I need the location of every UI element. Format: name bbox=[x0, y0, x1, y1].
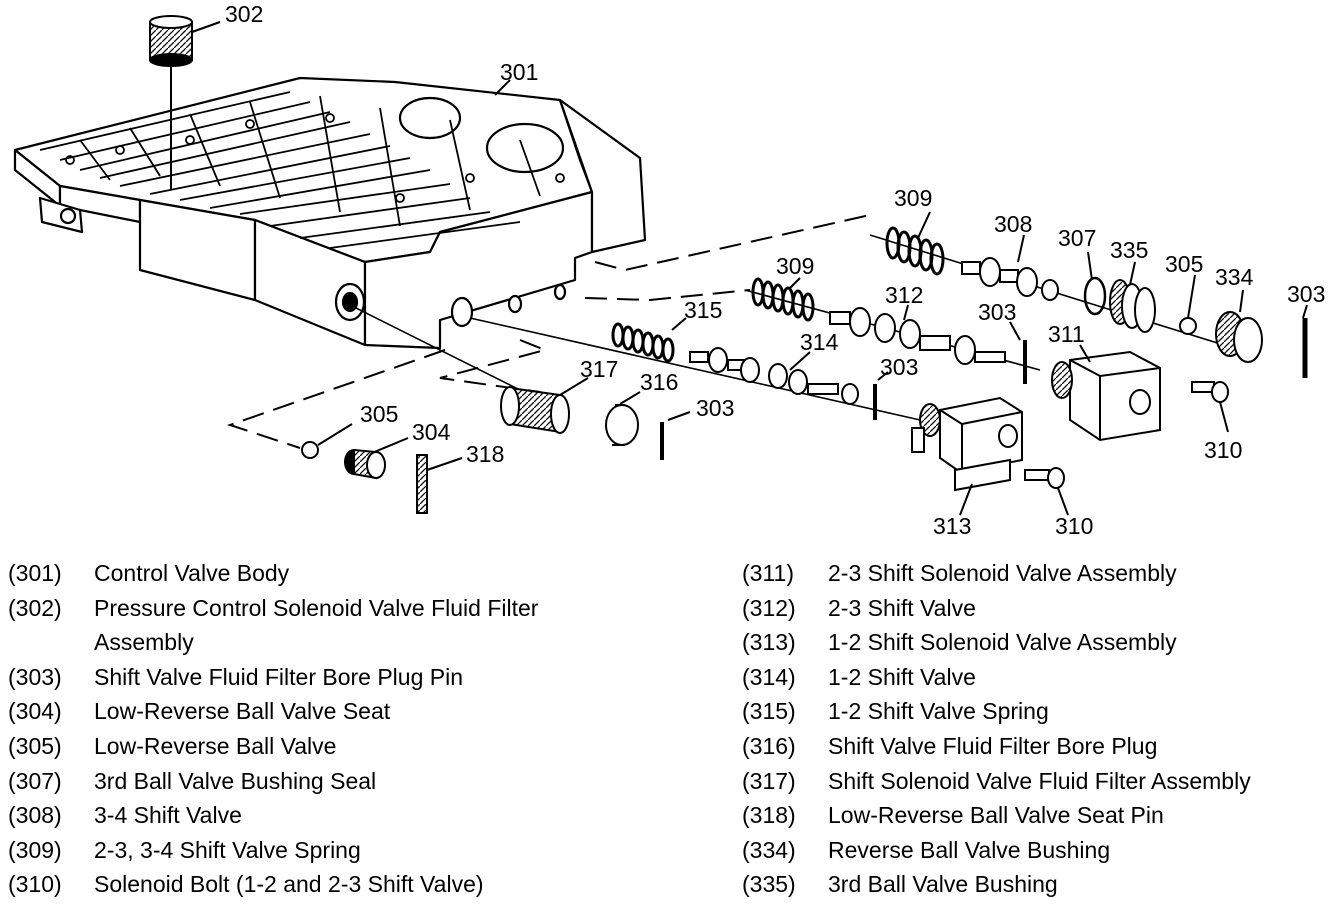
callout-309-middle: 309 bbox=[776, 253, 814, 279]
legend-description: 3rd Ball Valve Bushing bbox=[828, 871, 1058, 898]
callout-303-middle: 303 bbox=[978, 299, 1016, 325]
callout-315: 315 bbox=[684, 297, 722, 323]
top-valve-train bbox=[885, 226, 1308, 378]
legend-description: Shift Valve Fluid Filter Bore Plug bbox=[828, 732, 1158, 759]
legend-number: (312) bbox=[742, 594, 796, 621]
legend-item: (309) 2-3, 3-4 Shift Valve Spring bbox=[8, 833, 648, 868]
legend-item: (313) 1-2 Shift Solenoid Valve Assembly bbox=[742, 625, 1342, 660]
legend-number: (313) bbox=[742, 629, 796, 656]
legend-description: Pressure Control Solenoid Valve Fluid Fi… bbox=[94, 594, 539, 656]
callout-304: 304 bbox=[412, 419, 451, 445]
legend-description: Reverse Ball Valve Bushing bbox=[828, 836, 1111, 863]
legend-description: 1-2 Shift Valve bbox=[828, 663, 976, 690]
valve-body-channels bbox=[39, 91, 565, 249]
legend-number: (307) bbox=[8, 767, 62, 794]
exploded-diagram: 302 301 309 308 307 335 305 334 303 309 … bbox=[13, 1, 1325, 539]
legend-number: (311) bbox=[742, 560, 794, 586]
pressure-control-filter bbox=[149, 15, 193, 67]
legend-number: (316) bbox=[742, 732, 796, 759]
callout-303-bottom: 303 bbox=[696, 395, 734, 421]
callout-305-top: 305 bbox=[1165, 251, 1203, 277]
legend-item: (318) Low-Reverse Ball Valve Seat Pin bbox=[742, 798, 1342, 833]
middle-valve-train bbox=[751, 277, 1229, 442]
legend-item: (301) Control Valve Body bbox=[8, 556, 648, 591]
legend-number: (318) bbox=[742, 802, 796, 829]
callout-labels: 302 301 309 308 307 335 305 334 303 309 … bbox=[225, 1, 1325, 539]
legend-number: (317) bbox=[742, 767, 796, 794]
callout-316: 316 bbox=[640, 369, 678, 395]
legend-description: 1-2 Shift Valve Spring bbox=[828, 698, 1049, 725]
alignment-lines bbox=[226, 214, 871, 449]
callout-303-top: 303 bbox=[1287, 281, 1325, 307]
callout-303-lower: 303 bbox=[880, 354, 918, 380]
legend-item: (315) 1-2 Shift Valve Spring bbox=[742, 694, 1342, 729]
callout-335: 335 bbox=[1110, 237, 1148, 263]
bottom-parts bbox=[301, 386, 664, 514]
legend-item: (311) 2-3 Shift Solenoid Valve Assembly bbox=[742, 556, 1342, 591]
legend-item: (307) 3rd Ball Valve Bushing Seal bbox=[8, 764, 648, 799]
legend-number: (334) bbox=[742, 836, 796, 863]
callout-305-bottom: 305 bbox=[360, 401, 398, 427]
callout-310-bottom: 310 bbox=[1055, 513, 1093, 539]
legend-description: Low-Reverse Ball Valve bbox=[94, 732, 337, 759]
legend-description: Shift Solenoid Valve Fluid Filter Assemb… bbox=[828, 767, 1251, 794]
legend-item: (314) 1-2 Shift Valve bbox=[742, 660, 1342, 695]
legend-number: (303) bbox=[8, 663, 62, 690]
legend-description: Control Valve Body bbox=[94, 560, 290, 586]
legend-number: (302) bbox=[8, 594, 62, 621]
legend-item: (303) Shift Valve Fluid Filter Bore Plug … bbox=[8, 660, 648, 695]
legend-number: (335) bbox=[742, 871, 796, 898]
callout-307: 307 bbox=[1058, 225, 1096, 251]
leader-lines bbox=[191, 21, 1308, 516]
control-valve-body bbox=[13, 76, 647, 350]
legend-number: (309) bbox=[8, 836, 62, 863]
legend-number: (310) bbox=[8, 871, 62, 898]
legend-description: Low-Reverse Ball Valve Seat Pin bbox=[828, 802, 1164, 829]
legend-description: 2-3 Shift Solenoid Valve Assembly bbox=[828, 560, 1177, 586]
legend-item: (335) 3rd Ball Valve Bushing bbox=[742, 867, 1342, 902]
legend-item: (308) 3-4 Shift Valve bbox=[8, 798, 648, 833]
callout-302: 302 bbox=[225, 1, 263, 27]
legend-description: 2-3, 3-4 Shift Valve Spring bbox=[94, 836, 361, 863]
callout-313: 313 bbox=[933, 513, 971, 539]
legend-item: (310) Solenoid Bolt (1-2 and 2-3 Shift Va… bbox=[8, 867, 648, 902]
legend-description: Shift Valve Fluid Filter Bore Plug Pin bbox=[94, 663, 464, 690]
legend-left-column: (301) Control Valve Body (302) Pressure Co… bbox=[8, 556, 648, 902]
legend-item: (312) 2-3 Shift Valve bbox=[742, 591, 1342, 626]
callout-309-top: 309 bbox=[894, 185, 932, 211]
legend-description: 3-4 Shift Valve bbox=[94, 802, 242, 829]
legend-description: Solenoid Bolt (1-2 and 2-3 Shift Valve) bbox=[94, 871, 484, 898]
legend-item: (302) Pressure Control Solenoid Valve Flu… bbox=[8, 591, 648, 660]
legend-number: (304) bbox=[8, 698, 62, 725]
callout-308: 308 bbox=[994, 211, 1032, 237]
callout-301: 301 bbox=[500, 59, 538, 85]
legend-item: (317) Shift Solenoid Valve Fluid Filter A… bbox=[742, 764, 1342, 799]
legend-number: (315) bbox=[742, 698, 796, 725]
callout-311: 311 bbox=[1048, 321, 1085, 347]
legend-number: (314) bbox=[742, 663, 796, 690]
callout-314: 314 bbox=[800, 329, 839, 355]
legend-item: (305) Low-Reverse Ball Valve bbox=[8, 729, 648, 764]
legend-number: (308) bbox=[8, 802, 62, 829]
callout-334: 334 bbox=[1215, 264, 1254, 290]
lower-valve-train bbox=[611, 322, 1065, 492]
legend-item: (316) Shift Valve Fluid Filter Bore Plug bbox=[742, 729, 1342, 764]
legend-number: (305) bbox=[8, 732, 62, 759]
legend-description: 2-3 Shift Valve bbox=[828, 594, 976, 621]
legend-number: (301) bbox=[8, 560, 62, 586]
callout-310-right: 310 bbox=[1204, 437, 1242, 463]
callout-312: 312 bbox=[885, 282, 923, 308]
legend-item: (304) Low-Reverse Ball Valve Seat bbox=[8, 694, 648, 729]
callout-317: 317 bbox=[580, 356, 618, 382]
legend-description: Low-Reverse Ball Valve Seat bbox=[94, 698, 391, 725]
legend-item: (334) Reverse Ball Valve Bushing bbox=[742, 833, 1342, 868]
legend-right-column: (311) 2-3 Shift Solenoid Valve Assembly (… bbox=[742, 556, 1342, 902]
legend-description: 1-2 Shift Solenoid Valve Assembly bbox=[828, 629, 1177, 656]
callout-318: 318 bbox=[466, 441, 504, 467]
legend-description: 3rd Ball Valve Bushing Seal bbox=[94, 767, 377, 794]
